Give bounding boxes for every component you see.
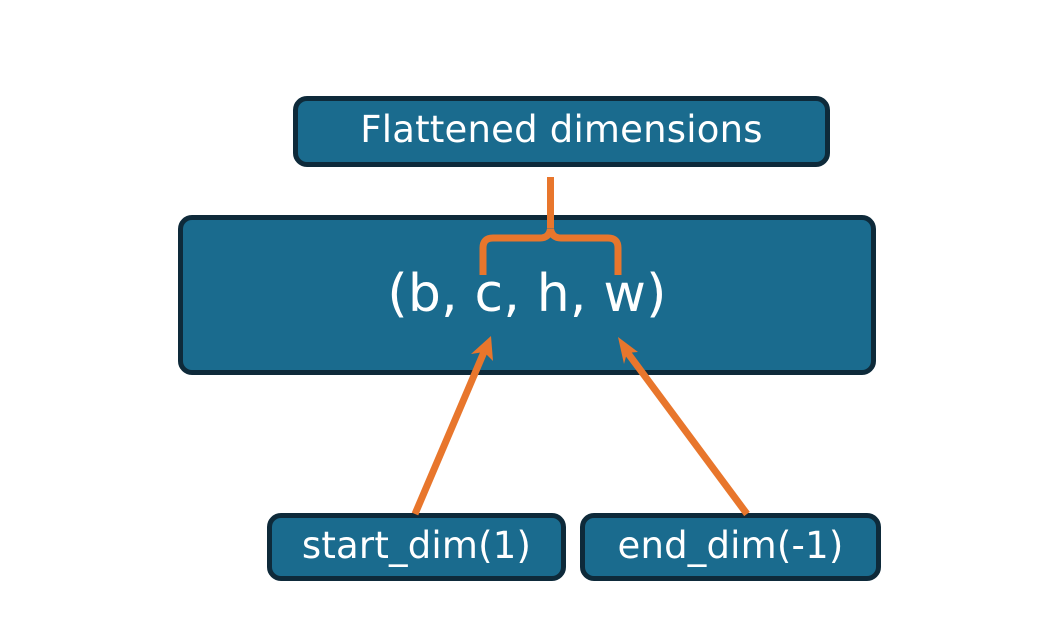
tensor-shape-label: (b, c, h, w): [387, 264, 667, 324]
end-dim-label: end_dim(-1): [617, 523, 844, 567]
flattened-dimensions-box[interactable]: Flattened dimensions: [293, 96, 830, 167]
start-dim-box[interactable]: start_dim(1): [267, 513, 566, 581]
end-dim-box[interactable]: end_dim(-1): [580, 513, 881, 581]
start-dim-label: start_dim(1): [301, 523, 532, 567]
flattened-dimensions-label: Flattened dimensions: [360, 108, 763, 151]
tensor-shape-box[interactable]: (b, c, h, w): [178, 215, 876, 375]
